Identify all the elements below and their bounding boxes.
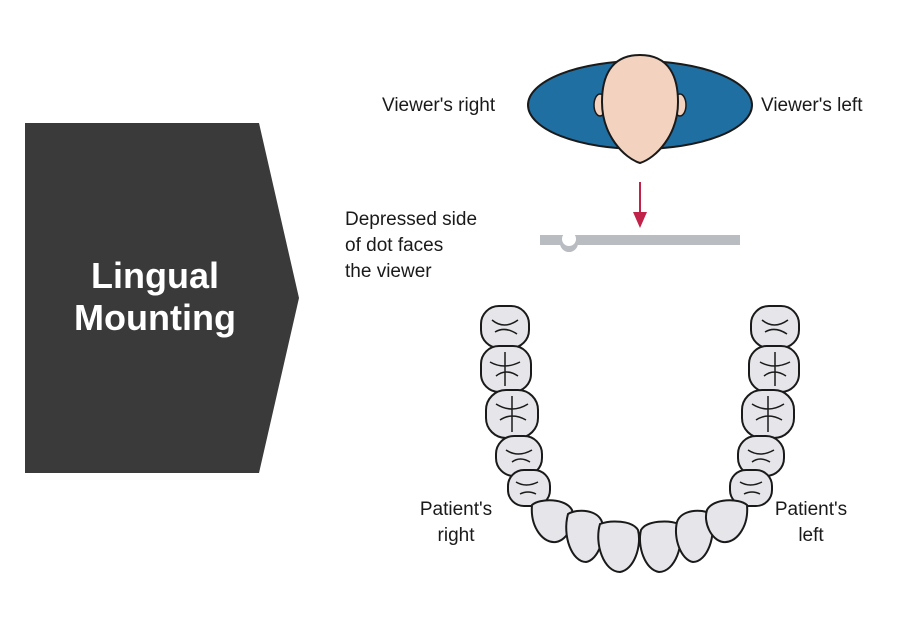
dot-note-line-3: the viewer [345,261,432,282]
dental-arch-icon [480,305,800,574]
viewer-head-icon [527,53,753,165]
title-line-1: Lingual [91,255,219,296]
viewer-right-label: Viewer's right [382,95,496,116]
patient-left-line-2: left [798,525,824,546]
patient-left-line-1: Patient's [774,499,848,520]
viewer-left-label: Viewer's left [761,95,863,116]
page-title: Lingual Mounting [40,255,270,339]
dot-note-line-2: of dot faces [345,235,444,256]
patient-right-line-1: Patient's [419,499,493,520]
arrow-down-icon [633,182,647,228]
title-line-2: Mounting [74,297,236,338]
patient-right-line-2: right [437,525,475,546]
dot-note-line-1: Depressed side [345,209,478,230]
title-panel [25,123,299,473]
film-dot-icon [540,232,740,252]
